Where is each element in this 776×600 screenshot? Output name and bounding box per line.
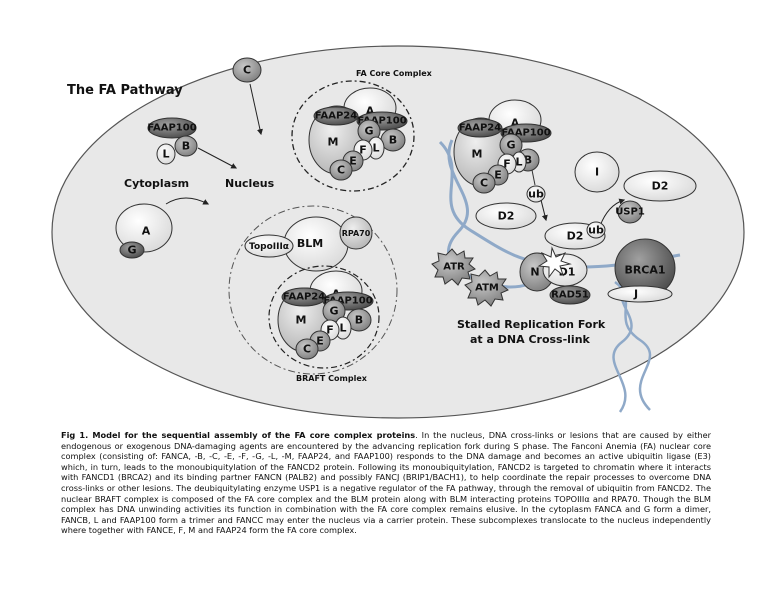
atm-kinase: ATM: [464, 269, 509, 307]
cytoplasm-label: Cytoplasm: [124, 177, 189, 190]
arrow-trimer-to-nucleus: [197, 147, 238, 169]
ub-core: ub: [526, 169, 546, 203]
arrow-d2-release: [599, 198, 626, 227]
braft-complex-boundary: [228, 205, 398, 375]
caption-body: . In the nucleus, DNA cross-links or les…: [61, 430, 711, 536]
svg-text:G: G: [329, 305, 338, 318]
brca1: BRCA1: [614, 238, 676, 298]
svg-text:FAAP24: FAAP24: [283, 292, 325, 303]
svg-text:L: L: [339, 322, 346, 335]
svg-text:A: A: [366, 105, 375, 118]
svg-text:B: B: [355, 314, 363, 327]
figure-caption: Fig 1. Model for the sequential assembly…: [61, 430, 711, 536]
svg-text:G: G: [364, 125, 373, 138]
svg-text:A: A: [511, 117, 520, 130]
fa-core-complex-boundary: [291, 80, 415, 192]
svg-text:L: L: [372, 142, 379, 155]
svg-text:D2: D2: [498, 210, 515, 223]
braft-inner-boundary: [268, 265, 380, 369]
cytoplasm-dimer: A G: [115, 203, 173, 259]
svg-text:FAAP24: FAAP24: [459, 123, 501, 134]
svg-text:ATM: ATM: [475, 283, 499, 294]
stalled-fork-label-2: at a DNA Cross-link: [470, 333, 591, 346]
cross-link-star: [537, 246, 572, 279]
svg-text:BRCA1: BRCA1: [624, 264, 665, 277]
svg-text:D2: D2: [652, 180, 669, 193]
caption-title: Fig 1. Model for the sequential assembly…: [61, 430, 416, 440]
atr-kinase: ATR: [431, 248, 476, 286]
svg-text:I: I: [595, 166, 599, 179]
svg-text:RPA70: RPA70: [342, 229, 371, 238]
svg-text:D2: D2: [567, 230, 584, 243]
arrow-dimer-to-nucleus: [165, 197, 210, 205]
svg-text:M: M: [296, 314, 307, 327]
fa-core-complex-top: A M FAAP24 FAAP100 G B L F E C: [308, 87, 408, 181]
nucleus-label: Nucleus: [225, 177, 275, 190]
diagram-title: The FA Pathway: [67, 83, 183, 98]
svg-text:FAAP100: FAAP100: [501, 128, 550, 139]
stalled-fork-label: Stalled Replication Fork: [457, 318, 606, 331]
usp1: USP1: [615, 200, 645, 224]
svg-text:E: E: [494, 169, 502, 182]
svg-text:B: B: [524, 154, 532, 167]
svg-text:F: F: [326, 324, 334, 337]
arrow-c-to-nucleus: [249, 83, 263, 136]
svg-text:L: L: [515, 156, 522, 169]
svg-text:F: F: [503, 158, 511, 171]
svg-text:E: E: [316, 335, 324, 348]
braft-complex-label: BRAFT Complex: [296, 374, 368, 383]
svg-text:FAAP100: FAAP100: [323, 296, 372, 307]
d2-unmodified: D2: [475, 202, 537, 230]
svg-text:B: B: [182, 140, 190, 153]
svg-text:RAD51: RAD51: [551, 290, 589, 301]
svg-text:ub: ub: [588, 224, 604, 237]
svg-text:L: L: [162, 148, 169, 161]
svg-text:USP1: USP1: [615, 207, 645, 218]
svg-text:FAAP100: FAAP100: [147, 123, 196, 134]
svg-text:C: C: [303, 343, 311, 356]
rad51: RAD51: [549, 285, 591, 305]
svg-text:J: J: [633, 288, 638, 301]
fanci: I: [574, 151, 620, 193]
svg-text:B: B: [389, 134, 397, 147]
svg-text:C: C: [337, 164, 345, 177]
d2-ubiquitylated: D2 ub: [544, 221, 606, 250]
braft-blm-group: BLM TopoIIIα RPA70: [244, 216, 373, 272]
svg-text:N: N: [530, 266, 539, 279]
fancj: J: [607, 285, 673, 303]
svg-text:BLM: BLM: [297, 237, 323, 250]
svg-text:C: C: [243, 64, 251, 77]
fa-pathway-diagram: The FA Pathway Cytoplasm Nucleus C FAAP1…: [51, 45, 745, 419]
svg-text:A: A: [142, 225, 151, 238]
svg-text:E: E: [349, 155, 357, 168]
nucleus-ellipse: [51, 45, 745, 419]
fork-core-complex: A M FAAP24 FAAP100 G B L F E C: [453, 99, 552, 194]
svg-text:C: C: [480, 177, 488, 190]
svg-text:ATR: ATR: [443, 262, 465, 273]
fa-core-complex-label: FA Core Complex: [356, 69, 433, 78]
svg-text:G: G: [506, 139, 515, 152]
svg-text:M: M: [472, 148, 483, 161]
d2-released: D2: [623, 170, 697, 202]
svg-text:M: M: [328, 136, 339, 149]
cytoplasm-trimer: FAAP100 B L: [147, 117, 198, 165]
svg-text:TopoIIIα: TopoIIIα: [249, 242, 289, 252]
svg-text:ub: ub: [528, 188, 544, 201]
svg-text:FAAP24: FAAP24: [315, 111, 357, 122]
svg-text:FAAP100: FAAP100: [357, 116, 406, 127]
cytoplasm-fancc: C: [232, 57, 262, 83]
braft-core-complex: A M FAAP24 FAAP100 G B L F E C: [277, 270, 374, 360]
svg-text:G: G: [127, 244, 136, 257]
arrow-ub-to-d2: [540, 199, 548, 222]
svg-text:F: F: [359, 144, 367, 157]
